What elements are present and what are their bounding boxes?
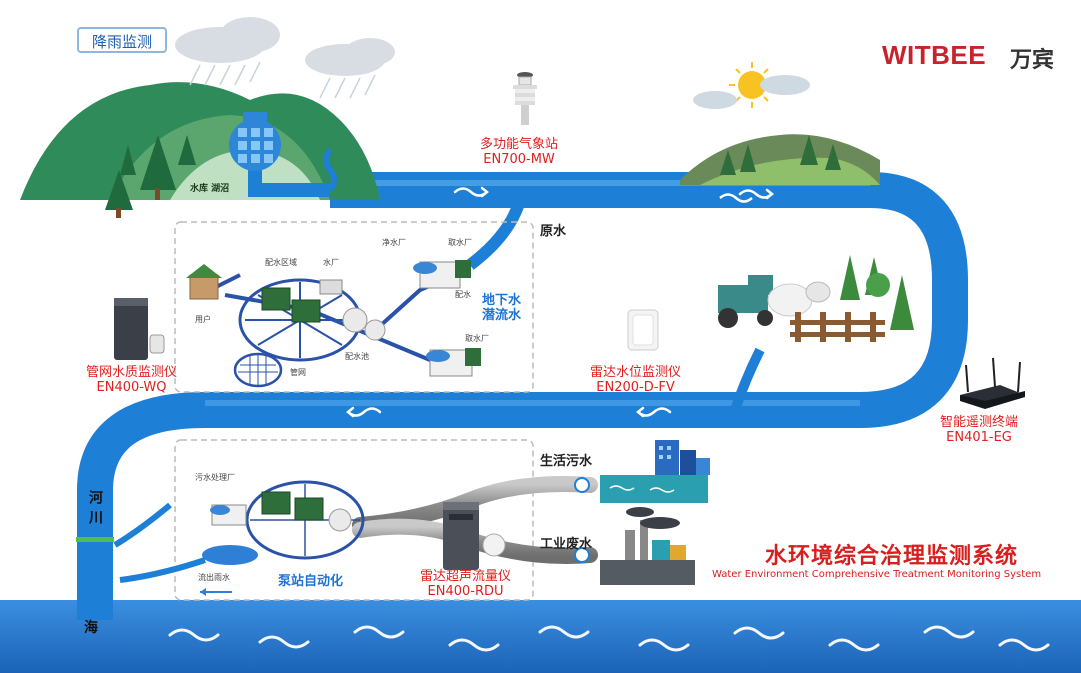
distribution-network xyxy=(186,260,481,388)
river-label: 河川 xyxy=(87,490,103,530)
telemetry-label: 智能遥测终端 EN401-EG xyxy=(940,415,1019,446)
rain-cloud xyxy=(175,17,395,99)
dist-pool-label: 配水池 xyxy=(345,352,369,361)
device-name: 雷达超声流量仪 xyxy=(420,569,512,584)
device-model: EN400-RDU xyxy=(427,583,504,599)
weather-station-icon xyxy=(513,72,537,125)
groundwater-label: 地下水 潜流水 xyxy=(482,293,522,323)
rain-monitoring-badge: 降雨监测 xyxy=(77,27,167,53)
rain-outflow-label: 流出雨水 xyxy=(198,573,230,582)
water-quality-monitor-icon xyxy=(114,298,165,360)
sea xyxy=(0,600,1081,673)
telemetry-terminal-icon xyxy=(960,357,1025,409)
farm xyxy=(718,255,914,412)
dist-user-label: 用户 xyxy=(195,315,211,324)
water-quality-label: 管网水质监测仪 EN400-WQ xyxy=(86,365,178,396)
flow-meter-label: 雷达超声流量仪 EN400-RDU xyxy=(420,569,512,600)
weather-station-label: 多功能气象站 EN700-MW xyxy=(480,137,559,168)
device-model: EN700-MW xyxy=(483,151,555,167)
device-model: EN401-EG xyxy=(946,429,1012,445)
factory xyxy=(600,507,695,585)
pump-automation-label: 泵站自动化 xyxy=(278,574,344,589)
reservoir-label: 水库 湖沼 xyxy=(190,184,230,194)
distribution-box xyxy=(174,221,534,393)
raw-water-pipe xyxy=(466,198,526,270)
device-model: EN400-WQ xyxy=(96,379,167,395)
dist-intake2-label: 取水厂 xyxy=(465,334,489,343)
dist-pipe-label: 管网 xyxy=(290,368,306,377)
device-name: 智能遥测终端 xyxy=(940,415,1019,430)
system-subtitle: Water Environment Comprehensive Treatmen… xyxy=(712,569,1042,580)
sun-icon xyxy=(693,62,810,109)
device-name: 多功能气象站 xyxy=(480,137,559,152)
brand-cn: 万宾 xyxy=(1010,48,1055,73)
industrial-wastewater-label: 工业废水 xyxy=(540,537,593,552)
device-model: EN200-D-FV xyxy=(596,379,675,395)
brand-logo-text: WITBEE xyxy=(882,40,987,70)
sea-label: 海 xyxy=(84,620,98,636)
sewage-box xyxy=(174,439,534,601)
device-name: 管网水质监测仪 xyxy=(86,365,178,380)
dist-water-label: 配水 xyxy=(455,290,471,299)
right-hill xyxy=(680,134,880,203)
dist-intake1-label: 取水厂 xyxy=(448,238,472,247)
dist-plant-label: 水厂 xyxy=(323,258,339,267)
flow-meter-icon xyxy=(443,502,506,570)
sewage-plant xyxy=(113,480,365,596)
radar-level-monitor-icon xyxy=(627,309,659,351)
system-title: 水环境综合治理监测系统 xyxy=(765,544,1019,569)
dist-area-label: 配水区域 xyxy=(265,258,297,267)
domestic-sewage-label: 生活污水 xyxy=(540,454,593,469)
sewage-plant-label: 污水处理厂 xyxy=(195,473,235,482)
device-name: 雷达水位监测仪 xyxy=(590,365,682,380)
dist-purify-label: 净水厂 xyxy=(382,238,406,247)
raw-water-label: 原水 xyxy=(540,224,567,239)
mountain-reservoir xyxy=(20,82,380,218)
city xyxy=(600,440,710,503)
radar-level-label: 雷达水位监测仪 EN200-D-FV xyxy=(590,365,682,396)
